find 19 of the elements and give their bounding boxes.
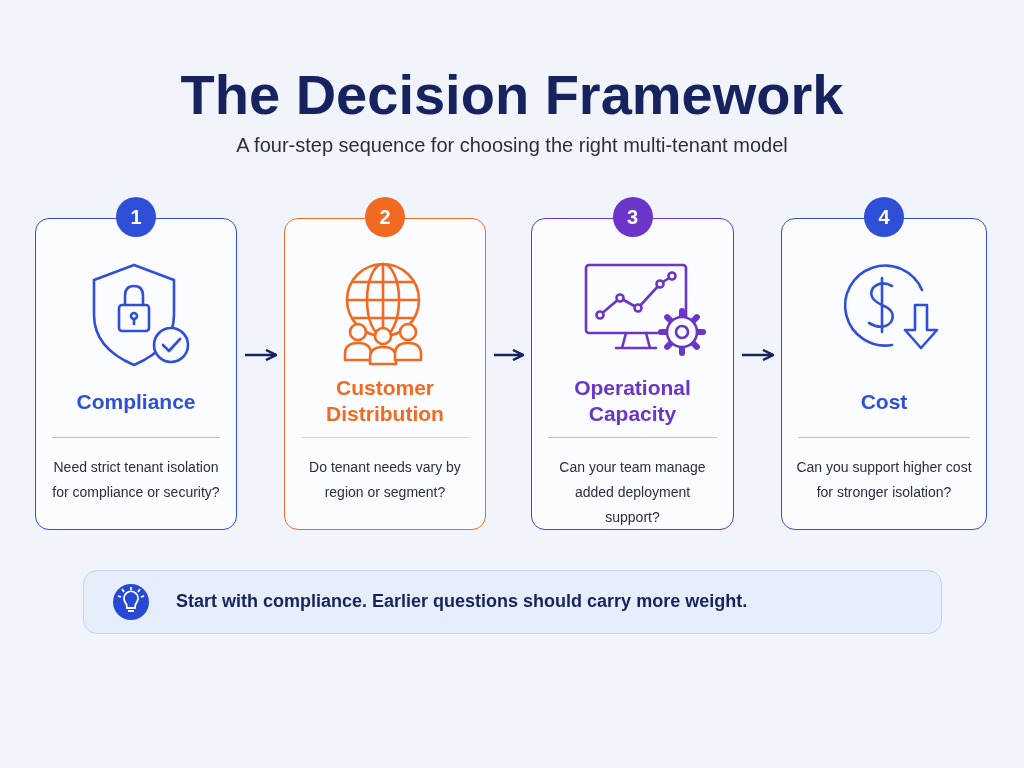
step-heading: Compliance xyxy=(75,389,197,415)
step-number-badge: 1 xyxy=(116,197,156,237)
arrow xyxy=(494,348,525,362)
arrow xyxy=(245,348,278,362)
step-number-badge: 4 xyxy=(864,197,904,237)
step-question: Can your team manage added deployment support? xyxy=(558,458,707,527)
subtitle: A four-step sequence for choosing the right multi-tenant model xyxy=(235,134,789,157)
step-question: Do tenant needs vary by region or segment? xyxy=(308,458,462,502)
arrow xyxy=(742,348,775,362)
step-question: Can you support higher cost for stronger isolation? xyxy=(796,458,972,502)
tip-text: Start with compliance. Earlier questions should carry more weight. xyxy=(176,591,748,612)
title: The Decision Framework xyxy=(179,62,845,127)
step-heading: Operational Capacity xyxy=(573,375,692,427)
step-number-badge: 3 xyxy=(612,197,653,237)
step-heading: Customer Distribution xyxy=(325,375,445,427)
step-question: Need strict tenant isolation for compliance or security? xyxy=(51,458,221,502)
step-number-badge: 2 xyxy=(365,197,405,237)
step-heading: Cost xyxy=(859,389,909,415)
tip-banner xyxy=(83,570,942,634)
